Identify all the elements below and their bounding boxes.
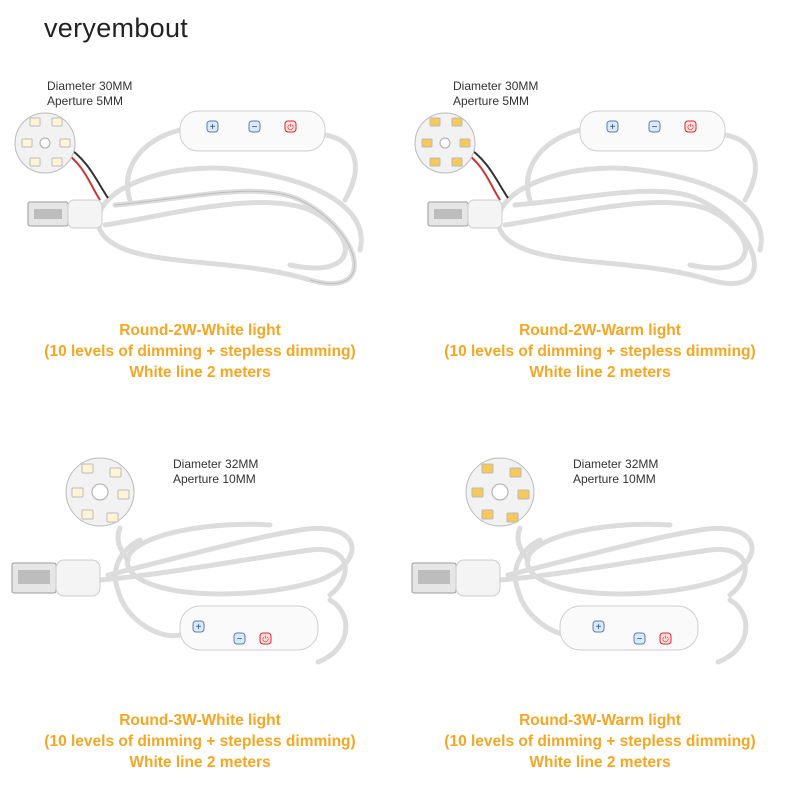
product-subtitle: (10 levels of dimming + stepless dimming… — [44, 733, 356, 750]
dimmer-switch: + − ⏻ — [179, 110, 326, 152]
white-cable — [95, 127, 364, 287]
svg-text:⏻: ⏻ — [262, 635, 269, 644]
product-line: White line 2 meters — [529, 364, 671, 381]
led-board — [465, 457, 535, 527]
product-panel-round-3w-white: + − ⏻ Diameter 32MM Aperture 10MM Round-… — [0, 400, 400, 800]
product-title: Round-2W-White light — [119, 322, 281, 339]
product-photo: + − ⏻ — [411, 457, 755, 665]
product-title: Round-3W-Warm light — [519, 712, 681, 729]
product-subtitle: (10 levels of dimming + stepless dimming… — [444, 733, 756, 750]
product-caption: Round-2W-White light (10 levels of dimmi… — [0, 320, 400, 383]
svg-text:+: + — [610, 122, 616, 133]
svg-text:−: − — [637, 634, 643, 645]
spec-text: Diameter 30MM Aperture 5MM — [47, 79, 132, 109]
diameter-label: Diameter 30MM — [453, 79, 539, 93]
dimmer-switch: + − ⏻ — [179, 605, 319, 651]
product-subtitle: (10 levels of dimming + stepless dimming… — [44, 343, 356, 360]
product-panel-round-2w-warm: + − ⏻ Diameter 30MM Aperture 5MM Round-2… — [400, 0, 800, 400]
aperture-label: Aperture 10MM — [173, 472, 256, 486]
led-board — [14, 112, 76, 174]
product-panel-round-2w-white: + − ⏻ Diameter 30MM Aperture 5MM Round-2… — [0, 0, 400, 400]
product-caption: Round-3W-White light (10 levels of dimmi… — [0, 710, 400, 773]
diameter-label: Diameter 30MM — [47, 79, 133, 93]
svg-text:−: − — [252, 122, 258, 133]
svg-text:−: − — [237, 634, 243, 645]
led-board — [414, 112, 476, 174]
svg-text:−: − — [652, 122, 658, 133]
svg-text:+: + — [210, 122, 216, 133]
product-line: White line 2 meters — [529, 754, 671, 771]
aperture-label: Aperture 10MM — [573, 472, 656, 486]
led-chip — [29, 117, 41, 127]
product-title: Round-2W-Warm light — [519, 322, 681, 339]
white-cable — [97, 521, 355, 665]
product-line: White line 2 meters — [129, 754, 271, 771]
led-board — [65, 457, 135, 527]
product-panel-round-3w-warm: + − ⏻ Diameter 32MM Aperture 10MM Round-… — [400, 400, 800, 800]
dimmer-switch: + − ⏻ — [579, 110, 726, 152]
spec-text: Diameter 30MM Aperture 5MM — [453, 79, 538, 109]
svg-text:+: + — [596, 622, 602, 633]
usb-plug — [27, 199, 103, 229]
svg-text:⏻: ⏻ — [287, 123, 294, 132]
product-photo: + − ⏻ — [11, 457, 355, 665]
led-chip — [81, 463, 94, 474]
product-line: White line 2 meters — [129, 364, 271, 381]
product-title: Round-3W-White light — [119, 712, 281, 729]
spec-text: Diameter 32MM Aperture 10MM — [173, 457, 258, 487]
spec-text: Diameter 32MM Aperture 10MM — [573, 457, 658, 487]
dimmer-switch: + − ⏻ — [559, 605, 699, 651]
usb-plug — [11, 559, 101, 597]
led-chip — [429, 117, 441, 127]
product-photo: + − ⏻ — [414, 110, 764, 287]
product-subtitle: (10 levels of dimming + stepless dimming… — [444, 343, 756, 360]
svg-text:⏻: ⏻ — [687, 123, 694, 132]
svg-text:+: + — [196, 622, 202, 633]
usb-plug — [427, 199, 503, 229]
led-chip — [481, 463, 494, 474]
brand-logo: veryembout — [44, 13, 189, 43]
usb-plug — [411, 559, 501, 597]
product-caption: Round-3W-Warm light (10 levels of dimmin… — [400, 710, 800, 773]
diameter-label: Diameter 32MM — [173, 457, 259, 471]
aperture-label: Aperture 5MM — [47, 94, 124, 108]
diameter-label: Diameter 32MM — [573, 457, 659, 471]
svg-text:⏻: ⏻ — [662, 635, 669, 644]
product-caption: Round-2W-Warm light (10 levels of dimmin… — [400, 320, 800, 383]
product-photo: + − ⏻ — [14, 110, 364, 287]
white-cable — [495, 127, 764, 287]
aperture-label: Aperture 5MM — [453, 94, 530, 108]
